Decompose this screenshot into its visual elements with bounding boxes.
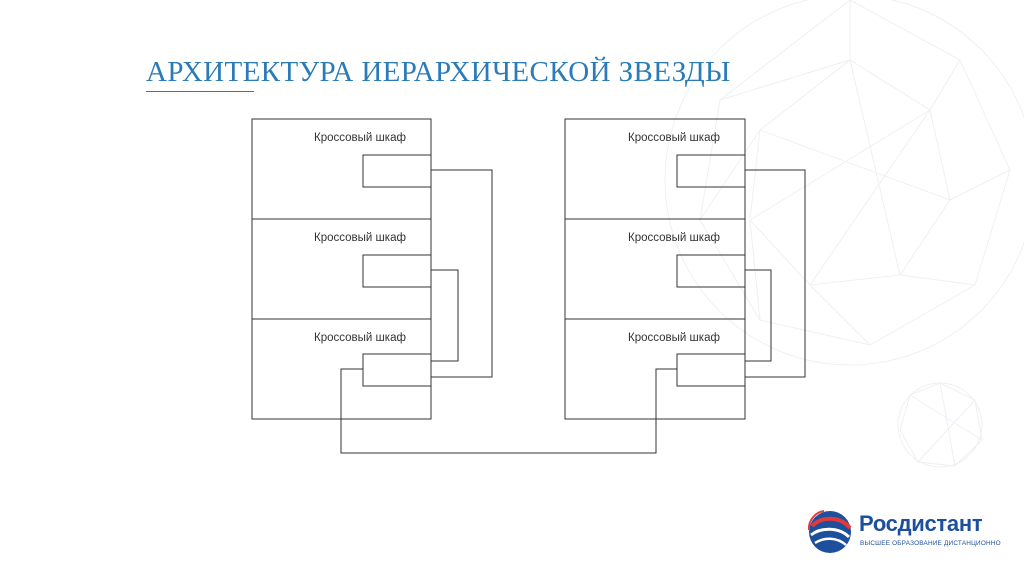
patch-panel xyxy=(363,255,431,287)
cabinet-label: Кроссовый шкаф xyxy=(628,332,720,344)
patch-panel xyxy=(677,155,745,187)
patch-panel xyxy=(363,354,431,386)
cabinet-label: Кроссовый шкаф xyxy=(314,132,406,144)
cabinet-label: Кроссовый шкаф xyxy=(628,232,720,244)
cabinet-label: Кроссовый шкаф xyxy=(314,332,406,344)
logo-name: Росдистант xyxy=(859,511,982,537)
cabinet-group-right xyxy=(565,119,805,419)
cabinet-group-left xyxy=(252,119,492,419)
cabinet-label: Кроссовый шкаф xyxy=(628,132,720,144)
trunk-link xyxy=(745,270,771,361)
trunk-link xyxy=(431,270,458,361)
logo-globe-icon xyxy=(806,508,854,556)
patch-panel xyxy=(677,255,745,287)
trunk-link xyxy=(431,170,492,377)
inter-group-link xyxy=(341,369,677,453)
cabinet-label: Кроссовый шкаф xyxy=(314,232,406,244)
rosdistant-logo: Росдистант ВЫСШЕЕ ОБРАЗОВАНИЕ ДИСТАНЦИОН… xyxy=(806,508,1002,558)
patch-panel xyxy=(677,354,745,386)
logo-tagline: ВЫСШЕЕ ОБРАЗОВАНИЕ ДИСТАНЦИОННО xyxy=(860,540,1001,547)
patch-panel xyxy=(363,155,431,187)
trunk-link xyxy=(745,170,805,377)
